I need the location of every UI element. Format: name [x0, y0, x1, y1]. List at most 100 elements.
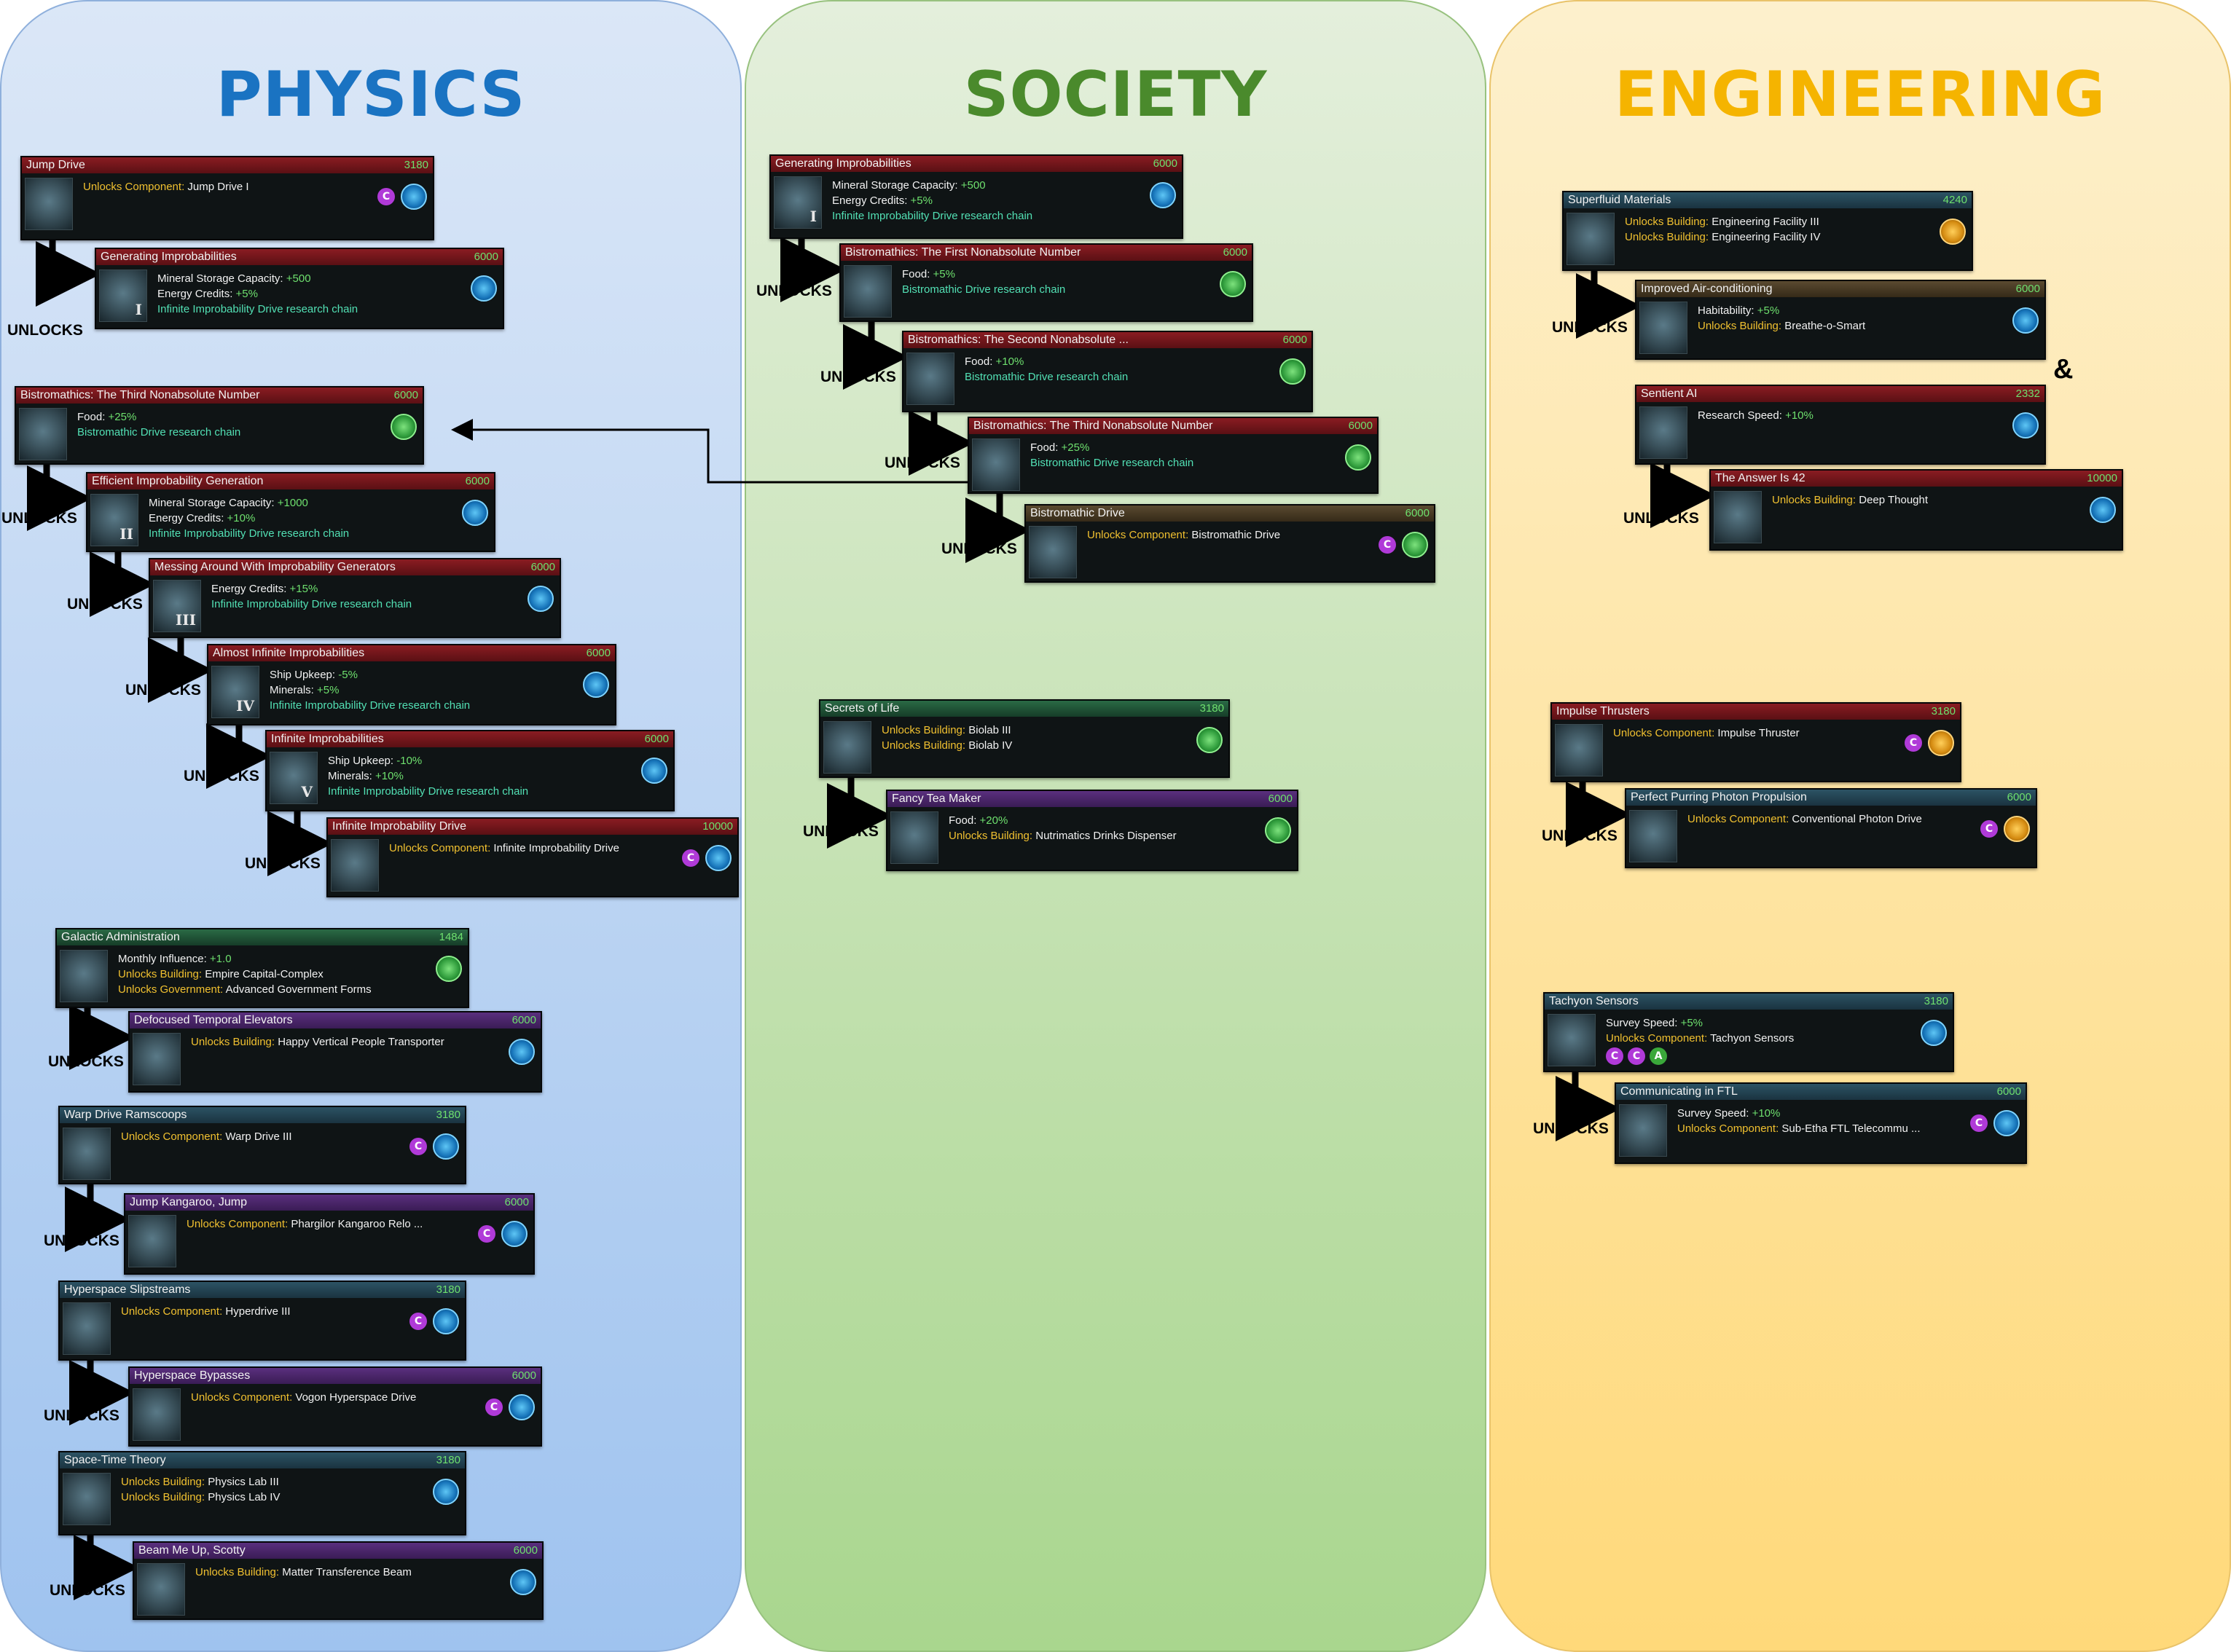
- research-card-s2[interactable]: Bistromathics: The First Nonabsolute Num…: [839, 243, 1253, 322]
- unlocks-label: UNLOCKS: [48, 1053, 124, 1070]
- research-card-p3[interactable]: Bistromathics: The Third Nonabsolute Num…: [15, 386, 424, 465]
- tech-thumbnail-icon: [63, 1128, 111, 1180]
- card-effects: Unlocks Building: Engineering Facility I…: [1625, 214, 1820, 245]
- research-card-s3[interactable]: Bistromathics: The Second Nonabsolute ..…: [902, 331, 1313, 412]
- research-card-s4[interactable]: Bistromathics: The Third Nonabsolute Num…: [968, 417, 1379, 494]
- card-body: [1626, 806, 2036, 867]
- effect-bonus: +5%: [1680, 1017, 1703, 1029]
- effect-bonus: +10%: [1752, 1107, 1781, 1120]
- effect-stat: Monthly Influence:: [118, 953, 207, 965]
- effect-bonus: +500: [286, 272, 311, 285]
- card-effects: Food: +10%Bistromathic Drive research ch…: [965, 354, 1128, 385]
- card-body: [1711, 487, 2122, 549]
- card-icons: C: [485, 1394, 535, 1420]
- blue-category-icon: [641, 758, 667, 784]
- card-title: Fancy Tea Maker: [887, 791, 1297, 807]
- card-icons: [641, 758, 667, 784]
- tech-thumbnail-icon: V: [270, 752, 318, 804]
- effect-line: Infinite Improbability Drive research ch…: [328, 784, 528, 799]
- card-cost: 6000: [465, 475, 490, 487]
- blue-category-icon: [471, 275, 497, 302]
- card-icons: [1220, 271, 1246, 297]
- effect-value: Biolab III: [968, 724, 1011, 736]
- effect-bonus: +5%: [1757, 304, 1780, 317]
- effect-label: Unlocks Building:: [118, 968, 203, 980]
- effect-value: Deep Thought: [1859, 494, 1929, 506]
- card-title: Space-Time Theory: [60, 1452, 465, 1468]
- effect-line: Infinite Improbability Drive research ch…: [149, 526, 349, 541]
- tech-thumbnail-icon: [823, 721, 871, 774]
- effect-line: Unlocks Component: Vogon Hyperspace Driv…: [191, 1390, 416, 1405]
- effect-line: Bistromathic Drive research chain: [77, 425, 240, 440]
- tech-thumbnail-icon: I: [774, 176, 822, 229]
- unlocks-label: UNLOCKS: [1552, 319, 1628, 336]
- card-title: Jump Kangaroo, Jump: [125, 1195, 533, 1211]
- card-title: Bistromathics: The First Nonabsolute Num…: [841, 245, 1252, 261]
- effect-value: Happy Vertical People Transporter: [278, 1036, 444, 1048]
- effect-line: Energy Credits: +10%: [149, 511, 349, 526]
- effect-bonus: -5%: [338, 669, 358, 681]
- effect-line: Ship Upkeep: -5%: [270, 667, 470, 683]
- effect-bonus: +5%: [910, 194, 933, 207]
- effect-label: Unlocks Building:: [882, 724, 966, 736]
- effect-line: Unlocks Building: Biolab III: [882, 723, 1012, 738]
- card-icons: [2090, 497, 2116, 523]
- card-effects: Unlocks Component: Bistromathic Drive: [1087, 527, 1280, 543]
- effect-value: Physics Lab IV: [208, 1491, 281, 1503]
- card-body: [1616, 1100, 2026, 1163]
- effect-line: Unlocks Building: Engineering Facility I…: [1625, 214, 1820, 229]
- effect-label: Unlocks Component:: [121, 1305, 223, 1318]
- effect-chain: Infinite Improbability Drive research ch…: [270, 699, 471, 712]
- card-title: Communicating in FTL: [1616, 1084, 2026, 1100]
- card-cost: 6000: [586, 647, 611, 659]
- card-icons: [433, 1479, 459, 1505]
- effect-label: Unlocks Component:: [1687, 813, 1789, 825]
- unlocks-label: UNLOCKS: [44, 1232, 119, 1249]
- effect-chain: Infinite Improbability Drive research ch…: [832, 210, 1033, 222]
- effect-line: Unlocks Component: Hyperdrive III: [121, 1304, 291, 1319]
- card-effects: Unlocks Component: Conventional Photon D…: [1687, 811, 1922, 827]
- blue-category-icon: [583, 672, 609, 698]
- research-card-p5[interactable]: Messing Around With Improbability Genera…: [149, 558, 561, 638]
- blue-category-icon: [510, 1569, 536, 1595]
- component-icon: C: [485, 1399, 503, 1416]
- tech-thumbnail-icon: [25, 178, 73, 230]
- effect-line: Minerals: +10%: [328, 768, 528, 784]
- blue-category-icon: [401, 184, 427, 210]
- effect-bonus: +5%: [235, 288, 258, 300]
- card-icons: [391, 414, 417, 440]
- effect-line: Habitability: +5%: [1698, 303, 1865, 318]
- effect-stat: Food:: [1030, 441, 1059, 454]
- effect-label: Unlocks Component:: [121, 1130, 223, 1143]
- card-effects: Unlocks Building: Deep Thought: [1772, 492, 1928, 508]
- effect-label: Unlocks Component:: [191, 1391, 293, 1404]
